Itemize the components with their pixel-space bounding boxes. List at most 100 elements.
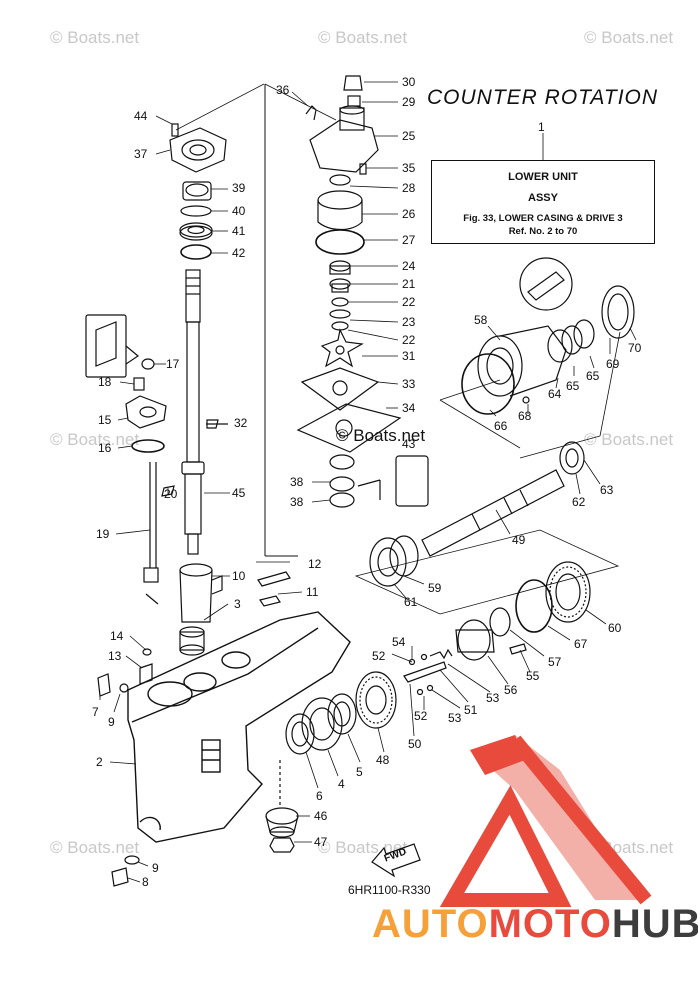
brand-part-auto: AUTO <box>372 902 489 946</box>
part-callout-10: 10 <box>232 569 246 583</box>
reverse-gear <box>545 561 591 623</box>
impeller <box>320 328 364 368</box>
pinion-gear <box>265 807 299 838</box>
lower-casing <box>127 611 351 843</box>
part-callout-40: 40 <box>232 204 246 218</box>
shift-slider <box>403 661 447 683</box>
ring-nut <box>601 285 635 339</box>
part-callout-65: 65 <box>566 379 580 393</box>
taper-roller-bearing <box>285 693 357 755</box>
part-callout-38: 38 <box>290 475 304 489</box>
part-callout-22: 22 <box>402 333 416 347</box>
part-callout-36: 36 <box>276 83 290 97</box>
part-callout-4: 4 <box>338 777 345 791</box>
shift-lever-detail <box>85 314 140 378</box>
ref-line1: LOWER UNIT <box>508 171 578 183</box>
oil-seal-housing <box>169 123 227 173</box>
part-callout-51: 51 <box>464 703 478 717</box>
part-callout-7: 7 <box>92 705 99 719</box>
watermark: © Boats.net <box>584 430 674 449</box>
ref-line3: Fig. 33, LOWER CASING & DRIVE 3 <box>463 213 623 224</box>
part-callout-31: 31 <box>402 349 416 363</box>
brand-part-moto: MOTO <box>488 902 612 946</box>
drive-shaft <box>181 269 205 555</box>
part-callout-50: 50 <box>408 737 422 751</box>
shift-plunger <box>457 619 491 661</box>
gasket <box>296 403 402 453</box>
part-callout-55: 55 <box>526 669 540 683</box>
part-callout-62: 62 <box>572 495 586 509</box>
drive-gear <box>355 671 397 729</box>
part-callout-3: 3 <box>234 597 241 611</box>
part-callout-26: 26 <box>402 207 416 221</box>
part-callout-66: 66 <box>494 419 508 433</box>
reference-box: LOWER UNIT ASSY Fig. 33, LOWER CASING & … <box>431 160 655 244</box>
part-callout-59: 59 <box>428 581 442 595</box>
needle-bearing <box>179 626 205 656</box>
part-callout-52: 52 <box>372 649 386 663</box>
part-callout-32: 32 <box>234 416 248 430</box>
part-callout-9: 9 <box>108 715 115 729</box>
part-callout-22: 22 <box>402 295 416 309</box>
forward-arrow-icon <box>371 843 421 878</box>
part-callout-35: 35 <box>402 161 416 175</box>
page-title: COUNTER ROTATION <box>427 86 659 109</box>
drawing-code: 6HR1100-R330 <box>348 883 431 897</box>
part-callout-47: 47 <box>314 835 328 849</box>
clutch-detail-inset <box>519 257 573 311</box>
part-callout-42: 42 <box>232 246 246 260</box>
part-callout-67: 67 <box>574 637 588 651</box>
shift-rod-bushing <box>125 377 167 429</box>
part-callout-30: 30 <box>402 75 416 89</box>
part-callout-6: 6 <box>316 789 323 803</box>
water-pump-housing <box>309 105 379 173</box>
part-callout-12: 12 <box>308 557 322 571</box>
part-callout-45: 45 <box>232 486 246 500</box>
part-callout-16: 16 <box>98 441 112 455</box>
part-callout-9: 9 <box>152 861 159 875</box>
bearing <box>547 319 595 363</box>
part-callout-65: 65 <box>586 369 600 383</box>
part-callout-27: 27 <box>402 233 416 247</box>
part-callout-41: 41 <box>232 224 246 238</box>
watermark: © Boats.net <box>584 28 674 47</box>
part-callout-34: 34 <box>402 401 416 415</box>
part-callout-15: 15 <box>98 413 112 427</box>
part-callout-53: 53 <box>448 711 462 725</box>
part-callout-46: 46 <box>314 809 328 823</box>
o-ring <box>315 229 365 255</box>
part-callout-11: 11 <box>306 585 319 599</box>
part-callout-57: 57 <box>548 655 562 669</box>
part-callout-60: 60 <box>608 621 622 635</box>
grommet <box>343 75 363 91</box>
part-callout-69: 69 <box>606 357 620 371</box>
part-callout-68: 68 <box>518 409 532 423</box>
part-callout-25: 25 <box>402 129 416 143</box>
part-callout-39: 39 <box>232 181 246 195</box>
part-callout-28: 28 <box>402 181 416 195</box>
sleeve <box>179 563 223 623</box>
part-callout-44: 44 <box>134 109 148 123</box>
part-callout-37: 37 <box>134 147 148 161</box>
watermark: © Boats.net <box>50 430 140 449</box>
part-callout-24: 24 <box>402 259 416 273</box>
propeller-shaft <box>421 469 565 557</box>
part-callout-49: 49 <box>512 533 526 547</box>
part-callout-19: 19 <box>96 527 110 541</box>
part-callout-52: 52 <box>414 709 428 723</box>
part-callout-43: 43 <box>402 437 416 451</box>
part-callout-2: 2 <box>96 755 103 769</box>
bearing-pair <box>329 454 355 508</box>
part-callout-56: 56 <box>504 683 518 697</box>
part-callout-33: 33 <box>402 377 416 391</box>
part-callout-13: 13 <box>108 649 122 663</box>
ref-line4: Ref. No. 2 to 70 <box>508 226 578 237</box>
watermark: © Boats.net <box>318 28 408 47</box>
ref-part-number: 1 <box>538 120 545 134</box>
ref-line2: ASSY <box>528 192 558 204</box>
part-callout-29: 29 <box>402 95 416 109</box>
part-callout-61: 61 <box>404 595 418 609</box>
pump-insert <box>317 190 363 231</box>
